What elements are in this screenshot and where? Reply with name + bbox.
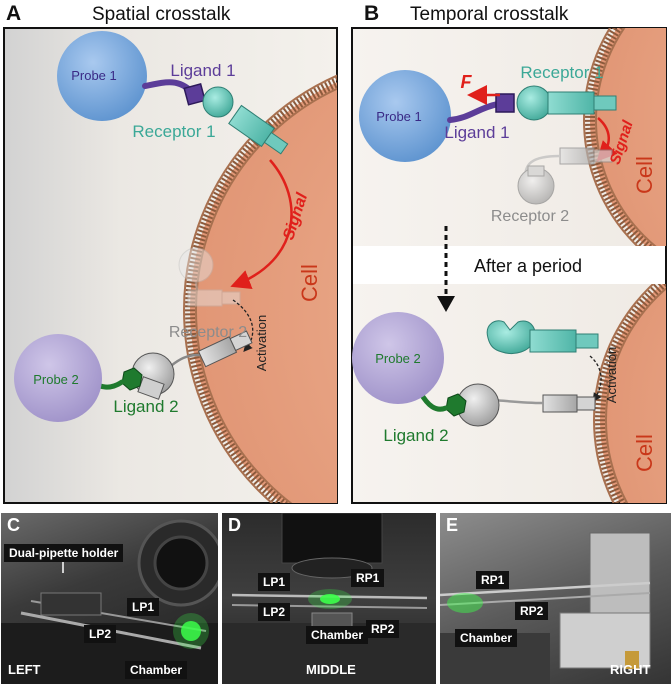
lp1-label-c: LP1 — [127, 598, 160, 616]
photo-c-corner: LEFT — [8, 662, 41, 677]
photo-middle: D LP1 RP1 LP2 Chamber RP2 MIDDLE — [222, 513, 436, 684]
photo-e-corner: RIGHT — [610, 662, 651, 677]
receptor-1-label-a: Receptor 1 — [132, 122, 215, 141]
receptor-1-b — [547, 91, 595, 115]
cell-a — [190, 82, 337, 503]
panel-letter-a: A — [6, 2, 22, 25]
ligand-1-label-a: Ligand 1 — [170, 61, 235, 80]
cell-label-b-top: Cell — [632, 156, 657, 194]
cell-b-top — [590, 28, 666, 246]
receptor-2-label-b: Receptor 2 — [491, 208, 569, 225]
chamber-label-c: Chamber — [125, 661, 188, 679]
probe-1-a — [57, 31, 147, 121]
receptor-2-label-a: Receptor 2 — [169, 324, 247, 341]
photo-e-letter: E — [446, 515, 459, 535]
probe-1-label-b: Probe 1 — [376, 109, 422, 124]
panel-title-a: Spatial crosstalk — [92, 4, 231, 25]
membrane-a — [185, 76, 337, 503]
rp2-label-d: RP2 — [366, 620, 400, 638]
period-label: After a period — [474, 256, 582, 276]
photo-middle-art — [222, 513, 436, 684]
activation-label-a: Activation — [254, 315, 269, 371]
lp2-label-d: LP2 — [258, 603, 291, 621]
probe-2-label-a: Probe 2 — [33, 372, 79, 387]
activation-label-b: Activation — [604, 347, 619, 403]
lp2-label-c: LP2 — [84, 625, 117, 643]
rp2-label-e: RP2 — [515, 602, 549, 620]
photo-d-corner: MIDDLE — [306, 662, 356, 677]
lp1-label-d: LP1 — [258, 573, 291, 591]
photo-c-letter: C — [7, 515, 20, 535]
panel-letter-b: B — [364, 2, 380, 25]
signal-arrow-a — [230, 159, 293, 289]
cell-b-bottom — [600, 284, 666, 503]
receptor-2-b — [542, 394, 578, 413]
ligand-1-label-b: Ligand 1 — [444, 123, 509, 142]
cell-label-a: Cell — [297, 264, 322, 302]
cell-label-b-bottom: Cell — [632, 434, 657, 472]
rp1-label-d: RP1 — [351, 569, 385, 587]
ligand-2-label-a: Ligand 2 — [113, 397, 178, 416]
period-band — [353, 246, 665, 284]
photo-left: C Dual-pipette holder LP1 LP2 LEFT Chamb… — [1, 513, 218, 684]
panel-title-b: Temporal crosstalk — [410, 4, 569, 25]
activation-arrow-a — [232, 299, 254, 352]
photo-right: E RP1 RP2 Chamber RIGHT — [440, 513, 671, 684]
dual-pipette-holder-label: Dual-pipette holder — [4, 544, 124, 562]
diagram-svg: Probe 1 Ligand 1 Receptor 1 Signal Cell … — [3, 27, 667, 504]
force-label: F — [461, 72, 473, 92]
ligand-1-head-b — [495, 93, 515, 113]
photo-d-letter: D — [228, 515, 241, 535]
probe-1-b — [359, 70, 451, 162]
probe-1-label-a: Probe 1 — [71, 68, 117, 83]
photo-right-art — [440, 532, 651, 684]
photo-left-art — [1, 519, 218, 684]
ligand-1-head-a — [183, 83, 206, 106]
receptor-1-label-b: Receptor 1 — [520, 63, 603, 82]
probe-2-label-b: Probe 2 — [375, 351, 421, 366]
ligand-2-label-b: Ligand 2 — [383, 426, 448, 445]
rp1-label-e: RP1 — [476, 571, 510, 589]
chamber-label-d: Chamber — [306, 626, 369, 644]
chamber-label-e: Chamber — [455, 629, 518, 647]
probe-2-b — [352, 312, 444, 404]
probe-2-a — [14, 334, 102, 422]
